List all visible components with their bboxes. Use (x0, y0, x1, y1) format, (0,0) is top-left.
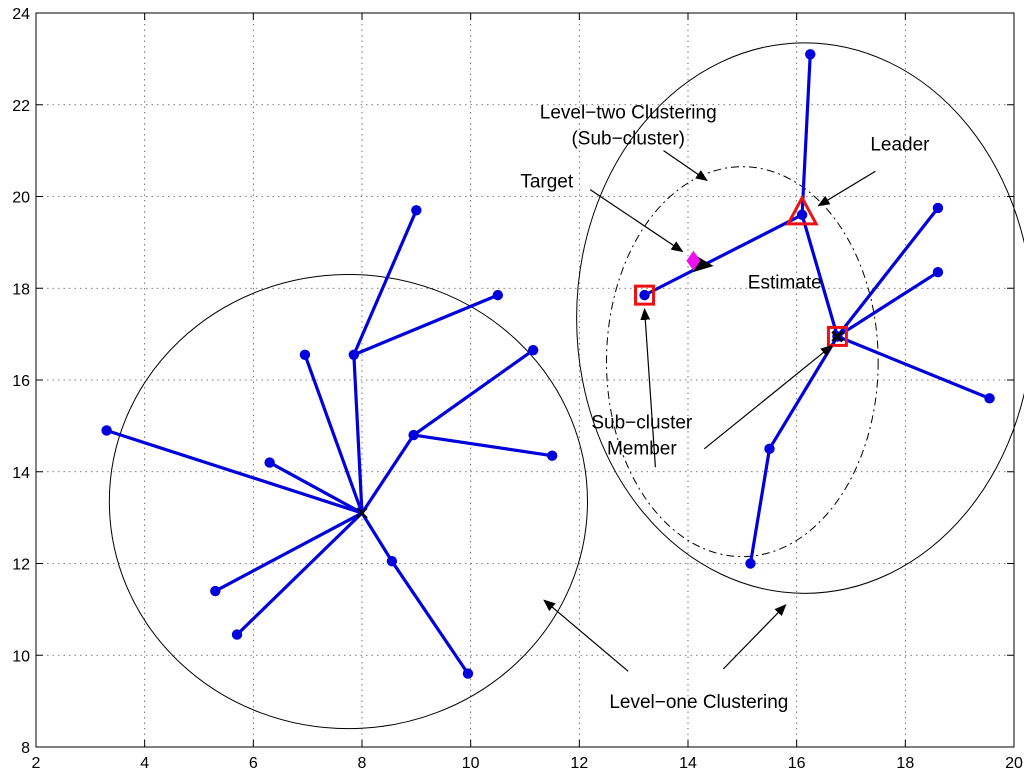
cluster-link (412, 433, 554, 458)
annotation-arrow (543, 599, 629, 672)
y-tick-label: 20 (12, 190, 30, 207)
cluster-link (835, 270, 940, 339)
y-tick-label: 18 (12, 281, 30, 298)
sensor-node (984, 393, 995, 404)
sensor-node (764, 443, 775, 455)
annotation-label: Leader (870, 135, 930, 156)
cluster-link (360, 511, 394, 563)
cluster-link (835, 334, 992, 400)
x-tick-label: 18 (896, 755, 914, 772)
target-marker (686, 250, 701, 271)
cluster-link (390, 559, 470, 676)
sub-cluster-member-marker (634, 284, 656, 306)
annotation-arrow (817, 170, 876, 207)
sensor-node (264, 457, 275, 468)
cluster-link (352, 353, 364, 515)
sensor-node (932, 202, 944, 214)
cluster-ellipse (576, 42, 1024, 594)
cluster-link (360, 433, 416, 515)
y-tick-label: 8 (21, 740, 30, 757)
sensor-node (411, 205, 422, 216)
annotation-label: Estimate (748, 272, 822, 293)
x-tick-label: 4 (140, 755, 149, 772)
annotation-label: (Sub−cluster) (571, 129, 685, 150)
sensor-node (796, 209, 808, 221)
cluster-link (235, 511, 364, 637)
sensor-node (805, 49, 816, 60)
y-tick-label: 14 (12, 465, 30, 482)
annotation-label: Member (607, 438, 677, 459)
cluster-link (105, 428, 364, 515)
cluster-link (268, 460, 364, 515)
cluster-link (213, 511, 364, 593)
annotation-label: Target (520, 171, 574, 192)
annotation-arrow (589, 189, 684, 253)
annotation-label: Sub−cluster (591, 412, 693, 433)
sub-cluster-member-marker (826, 325, 848, 347)
sensor-node (932, 266, 944, 278)
sensor-node (745, 558, 756, 569)
cluster-link (352, 293, 500, 357)
sensor-node (299, 349, 311, 360)
sensor-node (546, 450, 558, 461)
sensor-node (210, 585, 221, 597)
nodes (101, 49, 995, 679)
y-tick-label: 16 (12, 373, 30, 390)
cluster-link (412, 348, 535, 437)
sub-cluster-ellipse (606, 166, 879, 558)
grid (36, 13, 1014, 747)
cluster-link (800, 52, 812, 217)
x-tick-label: 14 (679, 755, 697, 772)
annotation-label: Level−two Clustering (540, 103, 717, 124)
cluster-link (800, 213, 840, 339)
cluster-link (642, 213, 804, 297)
x-tick-label: 12 (570, 755, 588, 772)
sensor-node (408, 429, 419, 441)
x-tick-label: 2 (32, 755, 41, 772)
y-tick-label: 24 (12, 6, 30, 23)
y-tick-label: 10 (12, 648, 30, 665)
sensor-node (462, 668, 474, 679)
annotations: Level−two Clustering(Sub−cluster)TargetL… (520, 103, 930, 713)
leader-marker (785, 194, 819, 226)
sensor-node (527, 344, 539, 356)
annotation-arrow (663, 150, 708, 182)
x-tick-label: 20 (1005, 755, 1023, 772)
links (105, 52, 992, 676)
x-tick-label: 10 (462, 755, 480, 772)
x-tick-label: 16 (788, 755, 806, 772)
cluster-link (303, 353, 364, 515)
cluster-link (748, 447, 772, 566)
annotation-arrow (640, 307, 656, 468)
y-tick-label: 22 (12, 98, 30, 115)
x-tick-label: 8 (358, 755, 367, 772)
special-markers (356, 194, 848, 519)
y-tick-label: 12 (12, 557, 30, 574)
sensor-node (101, 425, 112, 436)
x-tick-label: 6 (249, 755, 258, 772)
sensor-node (386, 556, 398, 567)
annotation-arrow (703, 344, 833, 450)
cluster-link (352, 208, 418, 357)
sensor-node (639, 289, 650, 301)
cluster-head-marker (356, 507, 368, 519)
cluster-ellipse (108, 273, 588, 730)
annotation-label: Level−one Clustering (609, 692, 788, 713)
cluster-link (835, 206, 940, 339)
sensor-node (348, 349, 360, 360)
cluster-ellipses (108, 42, 1024, 730)
sensor-node (231, 629, 243, 640)
member-center-marker (831, 330, 844, 343)
annotation-arrow (722, 604, 787, 670)
sensor-node (492, 289, 504, 301)
